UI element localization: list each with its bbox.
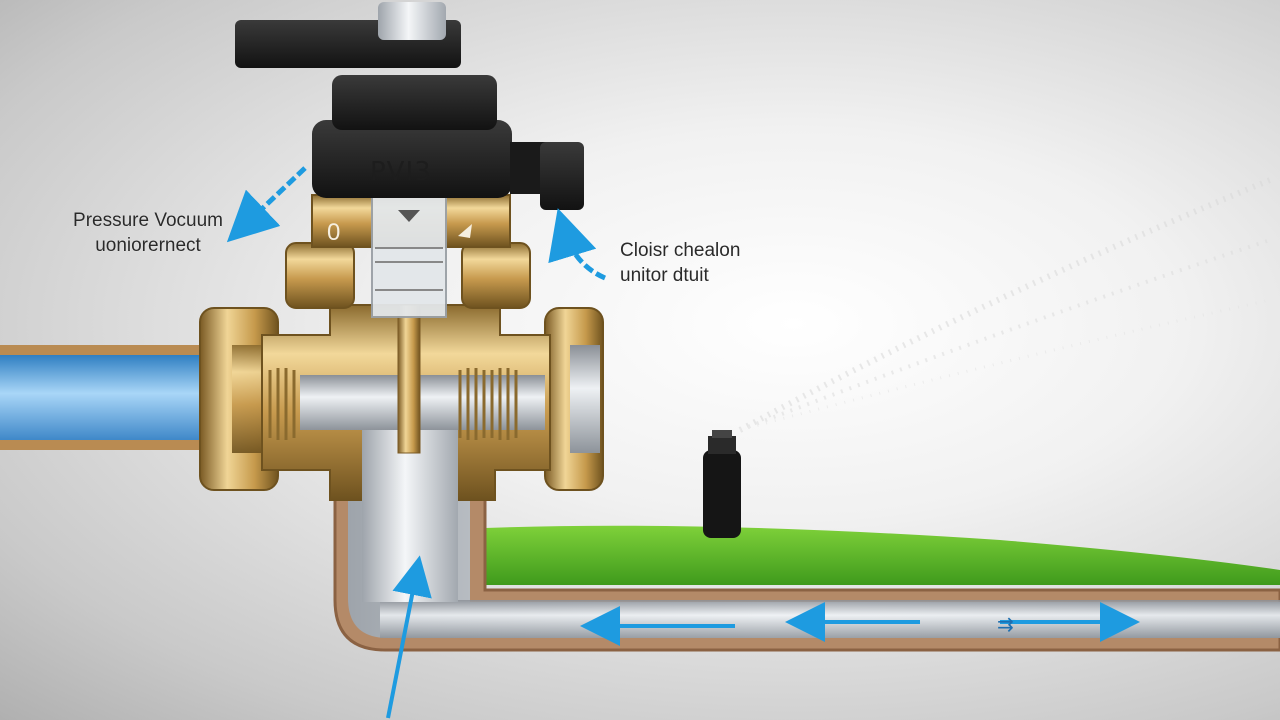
bonnet-nut-right	[461, 242, 531, 309]
poppet-indicator	[398, 210, 420, 222]
callout-arrows	[226, 166, 607, 281]
threads-left	[268, 368, 296, 440]
threads-right	[458, 368, 518, 440]
handle-nut	[378, 2, 446, 40]
canopy-top	[332, 75, 497, 130]
inlet-water	[0, 355, 215, 440]
gauge-arrow	[458, 224, 472, 238]
flow-arrows	[386, 555, 1140, 719]
check-valve-label-line2: unitor dtuit	[620, 265, 709, 286]
valve-stem	[397, 304, 421, 454]
check-valve-label-line1: Cloisr chealon	[620, 240, 741, 261]
canopy-body	[312, 120, 512, 198]
check-valve-label: Cloisr chealon unitor dtuit	[620, 238, 740, 288]
test-cock-cap[interactable]	[540, 142, 584, 210]
check-callout-arrow	[548, 208, 607, 281]
pvb-callout-arrow	[226, 166, 307, 243]
water-spray	[738, 177, 1272, 433]
pressure-vacuum-label-line2: uoniorernect	[95, 235, 201, 256]
horizontal-pipe-bore	[380, 600, 1280, 638]
valve-bore	[300, 375, 545, 430]
flow-arrow-up	[386, 555, 432, 719]
lawn	[485, 525, 1280, 585]
flow-marker: ⇉	[997, 614, 1014, 636]
sprinkler-head-icon	[703, 430, 741, 538]
pressure-vacuum-label-line1: Pressure Vocuum	[73, 210, 223, 231]
vertical-channel	[362, 430, 458, 602]
pressure-vacuum-label: Pressure Vocuum uoniorernect	[68, 208, 228, 258]
bonnet-nut-left	[285, 242, 355, 309]
valve-marking-text: PVI3	[370, 157, 432, 187]
gauge-mark: 0	[327, 219, 340, 246]
